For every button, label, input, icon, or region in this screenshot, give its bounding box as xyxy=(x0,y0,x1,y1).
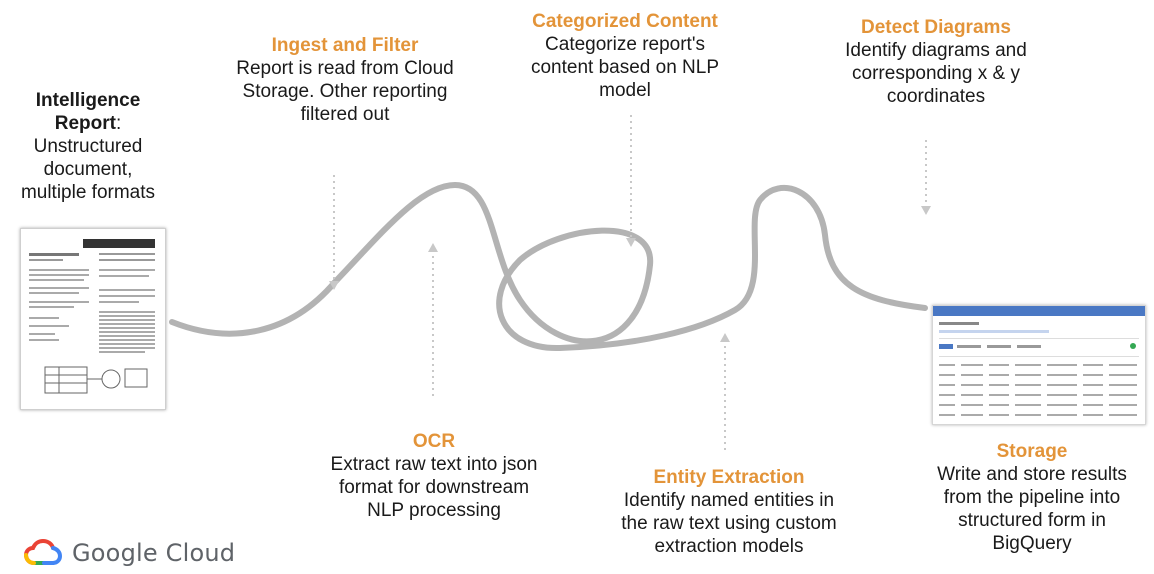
stage-categorize-desc: Categorize report's content based on NLP… xyxy=(530,34,720,101)
stage-ocr-title: OCR xyxy=(412,431,456,452)
connector-entity-arrow xyxy=(720,333,730,342)
bigquery-header-bar xyxy=(933,306,1145,316)
report-document-thumbnail xyxy=(20,228,166,410)
stage-entity-desc: Identify named entities in the raw text … xyxy=(621,490,837,557)
stage-entity-extraction: Entity Extraction Identify named entitie… xyxy=(596,466,862,558)
stage-ingest-filter: Ingest and Filter Report is read from Cl… xyxy=(214,34,476,126)
stage-categorize-title: Categorized Content xyxy=(532,11,718,32)
stage-detect-diagrams: Detect Diagrams Identify diagrams and co… xyxy=(814,16,1058,108)
connector-categorize-arrow xyxy=(626,238,636,247)
table-preview-icon xyxy=(939,322,1139,416)
bigquery-table-thumbnail xyxy=(932,305,1146,425)
intro-desc: Unstructured document, multiple formats xyxy=(20,136,156,203)
google-cloud-logo: Google Cloud xyxy=(24,538,235,568)
intro-title-line2: Report xyxy=(54,113,116,134)
stage-storage-desc: Write and store results from the pipelin… xyxy=(937,464,1127,554)
document-page-icon xyxy=(29,239,155,394)
stage-storage: Storage Write and store results from the… xyxy=(914,440,1150,555)
stage-ocr-desc: Extract raw text into json format for do… xyxy=(330,454,538,521)
stage-diagrams-title: Detect Diagrams xyxy=(861,17,1011,38)
stage-categorized-content: Categorized Content Categorize report's … xyxy=(504,10,746,102)
connector-ingest-arrow xyxy=(329,281,339,290)
google-cloud-logo-icon xyxy=(24,539,62,565)
stage-ingest-desc: Report is read from Cloud Storage. Other… xyxy=(236,58,454,125)
connector-diagrams-arrow xyxy=(921,206,931,215)
stage-storage-title: Storage xyxy=(996,441,1068,462)
stage-ingest-title: Ingest and Filter xyxy=(271,35,419,56)
intro-title-line1: Intelligence xyxy=(35,90,141,111)
stage-diagrams-desc: Identify diagrams and corresponding x & … xyxy=(845,40,1027,107)
intelligence-report-label: Intelligence Report: Unstructured docume… xyxy=(18,89,158,204)
logo-wordmark: Google Cloud xyxy=(72,539,236,567)
intro-colon: : xyxy=(115,113,122,134)
stage-entity-title: Entity Extraction xyxy=(653,467,805,488)
flow-line xyxy=(169,181,928,352)
stage-ocr: OCR Extract raw text into json format fo… xyxy=(298,430,570,522)
connector-ocr-arrow xyxy=(428,243,438,252)
